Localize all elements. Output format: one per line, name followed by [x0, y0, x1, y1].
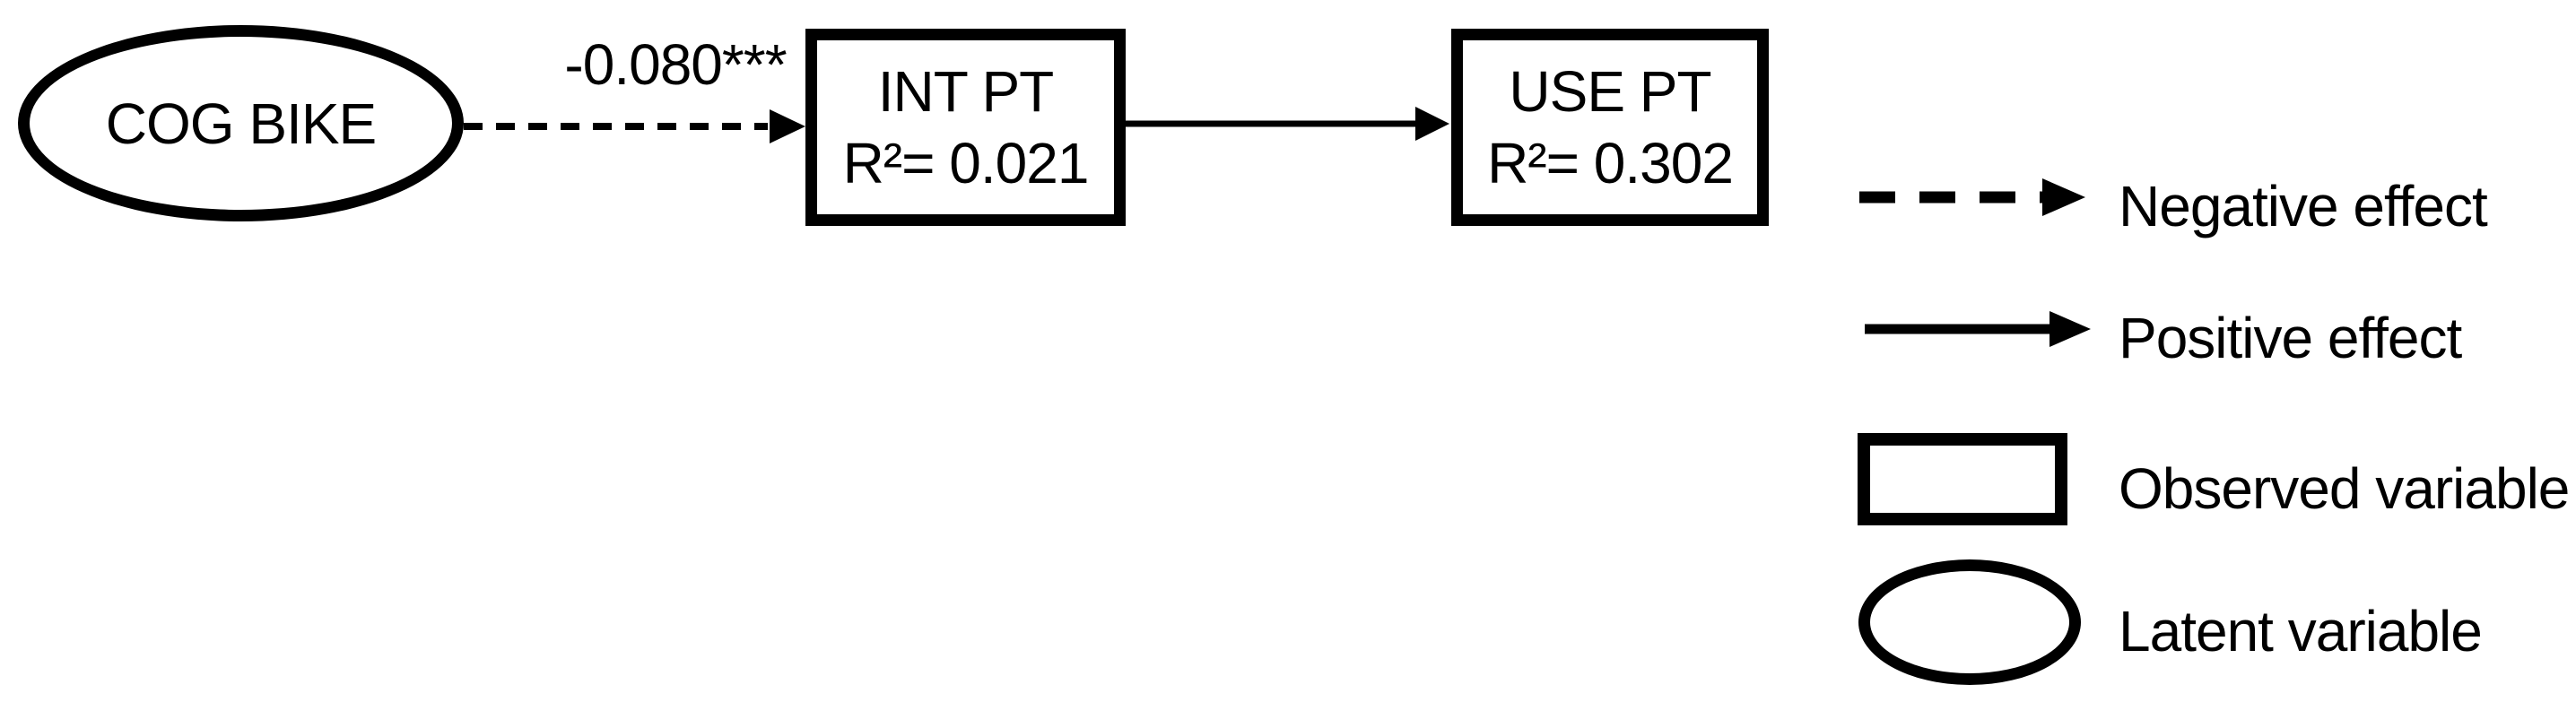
rectangle-icon — [1853, 433, 2097, 525]
legend-label-negative-effect: Negative effect — [2119, 174, 2488, 238]
legend-label-latent-variable: Latent variable — [2119, 599, 2483, 663]
node-int-pt-label: INT PT — [877, 59, 1054, 124]
positive-effect-arrow — [1126, 107, 1449, 141]
dashed-arrow-icon — [1853, 163, 2097, 231]
solid-arrow-icon — [1853, 295, 2097, 363]
node-use-pt-label: USE PT — [1509, 59, 1711, 124]
node-use-pt-r2: R²= 0.302 — [1487, 131, 1734, 195]
legend-item-positive-effect: Positive effect — [1853, 295, 2462, 370]
legend-item-latent-variable: Latent variable — [1853, 559, 2483, 685]
ellipse-icon — [1853, 559, 2097, 685]
legend-item-negative-effect: Negative effect — [1853, 163, 2488, 238]
node-cog-bike-label: COG BIKE — [105, 91, 377, 156]
negative-effect-arrow — [464, 109, 805, 143]
node-use-pt: USE PT R²= 0.302 — [1451, 29, 1769, 226]
legend-label-positive-effect: Positive effect — [2119, 306, 2462, 370]
node-int-pt-r2: R²= 0.021 — [842, 131, 1090, 195]
node-cog-bike: COG BIKE — [18, 25, 464, 221]
edge-coefficient-label: -0.080*** — [564, 32, 787, 97]
legend-label-observed-variable: Observed variable — [2119, 455, 2570, 521]
node-int-pt: INT PT R²= 0.021 — [805, 29, 1126, 226]
legend-item-observed-variable: Observed variable — [1853, 433, 2570, 525]
